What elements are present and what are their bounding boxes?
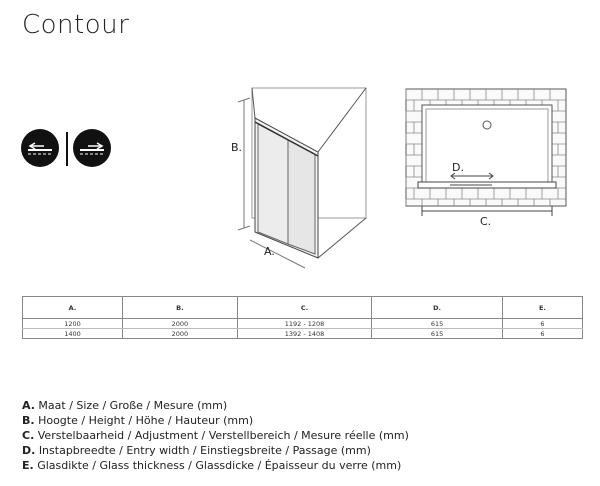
legend: A. Maat / Size / Große / Mesure (mm) B. … [22, 398, 409, 473]
legend-item: D. Instapbreedte / Entry width / Einstie… [22, 444, 371, 457]
cell-b: 2000 [121, 328, 238, 339]
header-b: B. [121, 296, 238, 319]
dim-label-d: D. [452, 161, 464, 174]
legend-item: B. Hoogte / Height / Höhe / Hauteur (mm) [22, 414, 254, 427]
cell-b: 2000 [121, 318, 238, 329]
legend-item: E. Glasdikte / Glass thickness / Glassdi… [22, 459, 402, 472]
page-title: Contour [22, 10, 130, 40]
legend-item: A. Maat / Size / Große / Mesure (mm) [22, 399, 228, 412]
cell-e: 6 [501, 328, 584, 339]
icon-divider [66, 132, 68, 166]
cell-a: 1200 [22, 318, 123, 329]
cell-d: 615 [371, 318, 503, 329]
arrow-left-icon [20, 128, 60, 168]
arrow-right-icon [72, 128, 112, 168]
cell-e: 6 [501, 318, 584, 329]
header-e: E. [501, 296, 584, 319]
legend-item: C. Verstelbaarheid / Adjustment / Verste… [22, 429, 409, 442]
dim-label-b: B. [231, 141, 242, 154]
spec-table-header: A. B. C. D. E. [22, 296, 584, 319]
table-row: 1200 2000 1192 - 1208 615 6 [22, 318, 584, 329]
header-d: D. [371, 296, 503, 319]
header-a: A. [22, 296, 123, 319]
cell-a: 1400 [22, 328, 123, 339]
top-view-drawing [405, 88, 567, 216]
cell-c: 1392 - 1408 [236, 328, 373, 339]
shower-door-3d-drawing [237, 87, 367, 269]
header-c: C. [236, 296, 373, 319]
dim-label-a: A. [264, 245, 275, 258]
table-row: 1400 2000 1392 - 1408 615 6 [22, 328, 584, 339]
dim-label-c: C. [480, 215, 491, 228]
spec-table: A. B. C. D. E. 1200 2000 1192 - 1208 615… [22, 296, 584, 339]
cell-d: 615 [371, 328, 503, 339]
cell-c: 1192 - 1208 [236, 318, 373, 329]
